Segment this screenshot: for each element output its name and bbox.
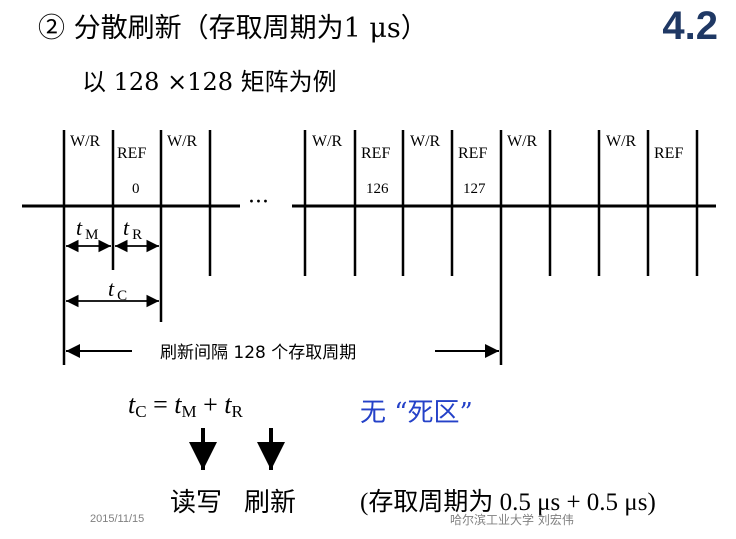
cycle-formula: tC = tM + tR [128, 390, 243, 421]
interval-label: 刷新间隔 128 个存取周期 [160, 343, 356, 363]
segment-index: 0 [132, 181, 140, 197]
footer-date: 2015/11/15 [90, 513, 145, 525]
segment-label: W/R [312, 133, 343, 150]
ellipsis: ··· [248, 190, 269, 215]
segment-label: W/R [167, 133, 198, 150]
segment-label: REF [117, 145, 146, 162]
segment-label: REF [361, 145, 390, 162]
read-write-label: 读写 [170, 488, 223, 518]
segment-label: W/R [410, 133, 441, 150]
section-number: 4.2 [662, 4, 718, 48]
segment-label: W/R [70, 133, 101, 150]
refresh-label: 刷新 [244, 488, 297, 518]
footer-org: 哈尔滨工业大学 刘宏伟 [450, 513, 574, 527]
segment-index: 126 [366, 181, 389, 197]
segment-label: W/R [606, 133, 637, 150]
segment-label: REF [654, 145, 683, 162]
dead-zone-note: 无 “死区” [360, 398, 473, 428]
slide-subtitle: 以 128 ×128 矩阵为例 [82, 68, 337, 96]
cycle-note: (存取周期为 0.5 μs + 0.5 μs) [360, 489, 656, 516]
segment-label: REF [458, 145, 487, 162]
segment-index: 127 [463, 181, 486, 197]
segment-label: W/R [507, 133, 538, 150]
slide-title: ② 分散刷新（存取周期为1 μs） [38, 13, 428, 44]
